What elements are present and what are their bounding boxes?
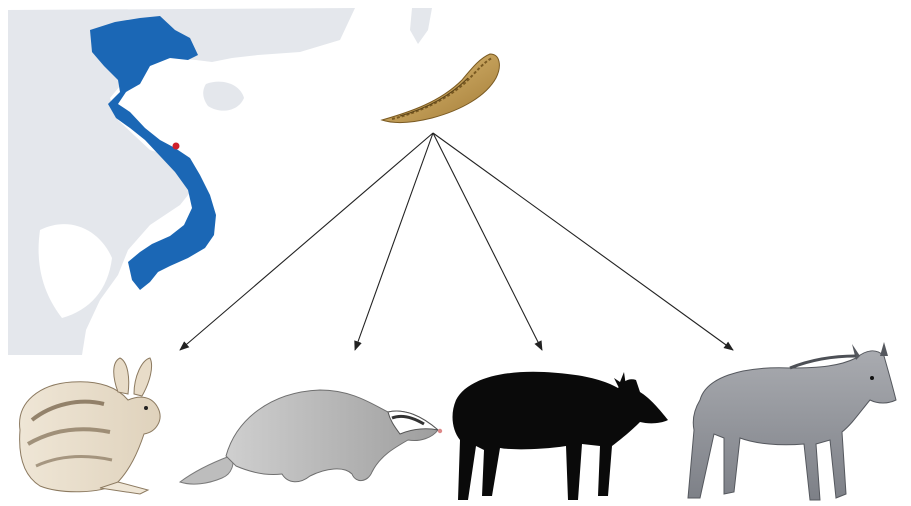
leech-body xyxy=(382,54,499,122)
hainan-island xyxy=(203,82,244,111)
serow-illustration xyxy=(688,342,896,500)
serow-body xyxy=(688,351,896,500)
southeast-asia-map xyxy=(8,8,432,355)
location-marker xyxy=(173,143,180,150)
arrow-to-rabbit xyxy=(180,133,433,350)
badger-body xyxy=(226,390,438,482)
arrow-to-badger xyxy=(355,133,433,350)
badger-tail xyxy=(180,456,233,484)
ferret-badger-illustration xyxy=(180,390,442,484)
taiwan-island xyxy=(410,8,432,44)
rabbit-ear xyxy=(114,358,129,394)
rabbit-eye xyxy=(144,406,148,410)
muntjac-body xyxy=(453,372,668,500)
muntjac-silhouette xyxy=(453,372,668,500)
leech-illustration xyxy=(382,54,499,122)
arrows xyxy=(180,133,733,350)
serow-horn xyxy=(880,342,888,356)
serow-eye xyxy=(870,376,874,380)
arrow-to-serow xyxy=(433,133,733,350)
rabbit-ear xyxy=(134,358,152,396)
gulf-water xyxy=(160,80,208,150)
striped-rabbit-illustration xyxy=(20,358,160,494)
badger-nose xyxy=(438,429,442,433)
arrow-to-muntjac xyxy=(433,133,542,350)
